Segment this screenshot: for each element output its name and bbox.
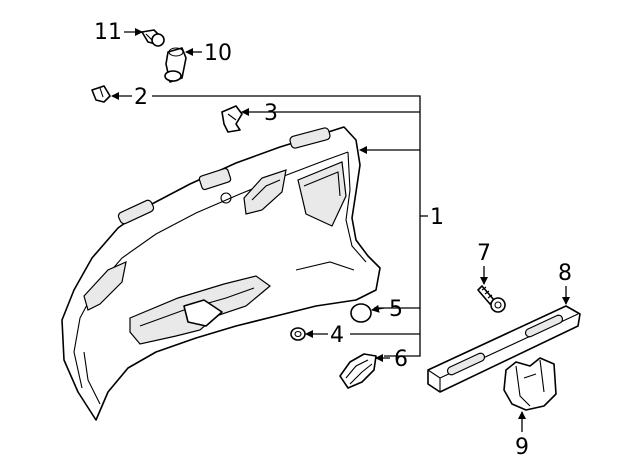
cap-part-5	[350, 303, 372, 323]
callout-2: 2	[134, 85, 148, 110]
callout-6: 6	[394, 347, 408, 372]
grommet-part-4	[290, 327, 306, 341]
push-pin-part-11	[141, 29, 165, 47]
callout-3: 3	[264, 101, 278, 126]
latch-cover-part-9	[503, 357, 557, 411]
handle-insert-part-6	[339, 353, 377, 389]
callout-1: 1	[430, 205, 444, 230]
sleeve-part-10	[164, 47, 187, 83]
callout-10: 10	[204, 41, 232, 66]
callout-8: 8	[558, 261, 572, 286]
callout-5: 5	[389, 297, 403, 322]
callout-7: 7	[477, 241, 491, 266]
sill-plate-part-8	[427, 305, 581, 393]
callout-9: 9	[515, 435, 529, 460]
leader-lines	[111, 28, 570, 432]
bracket-part-3	[221, 105, 243, 133]
bolt-part-7	[477, 285, 506, 313]
clip-part-2	[91, 85, 111, 103]
callout-4: 4	[330, 323, 344, 348]
callout-11: 11	[94, 20, 122, 45]
liftgate-trim-panel	[61, 126, 381, 421]
